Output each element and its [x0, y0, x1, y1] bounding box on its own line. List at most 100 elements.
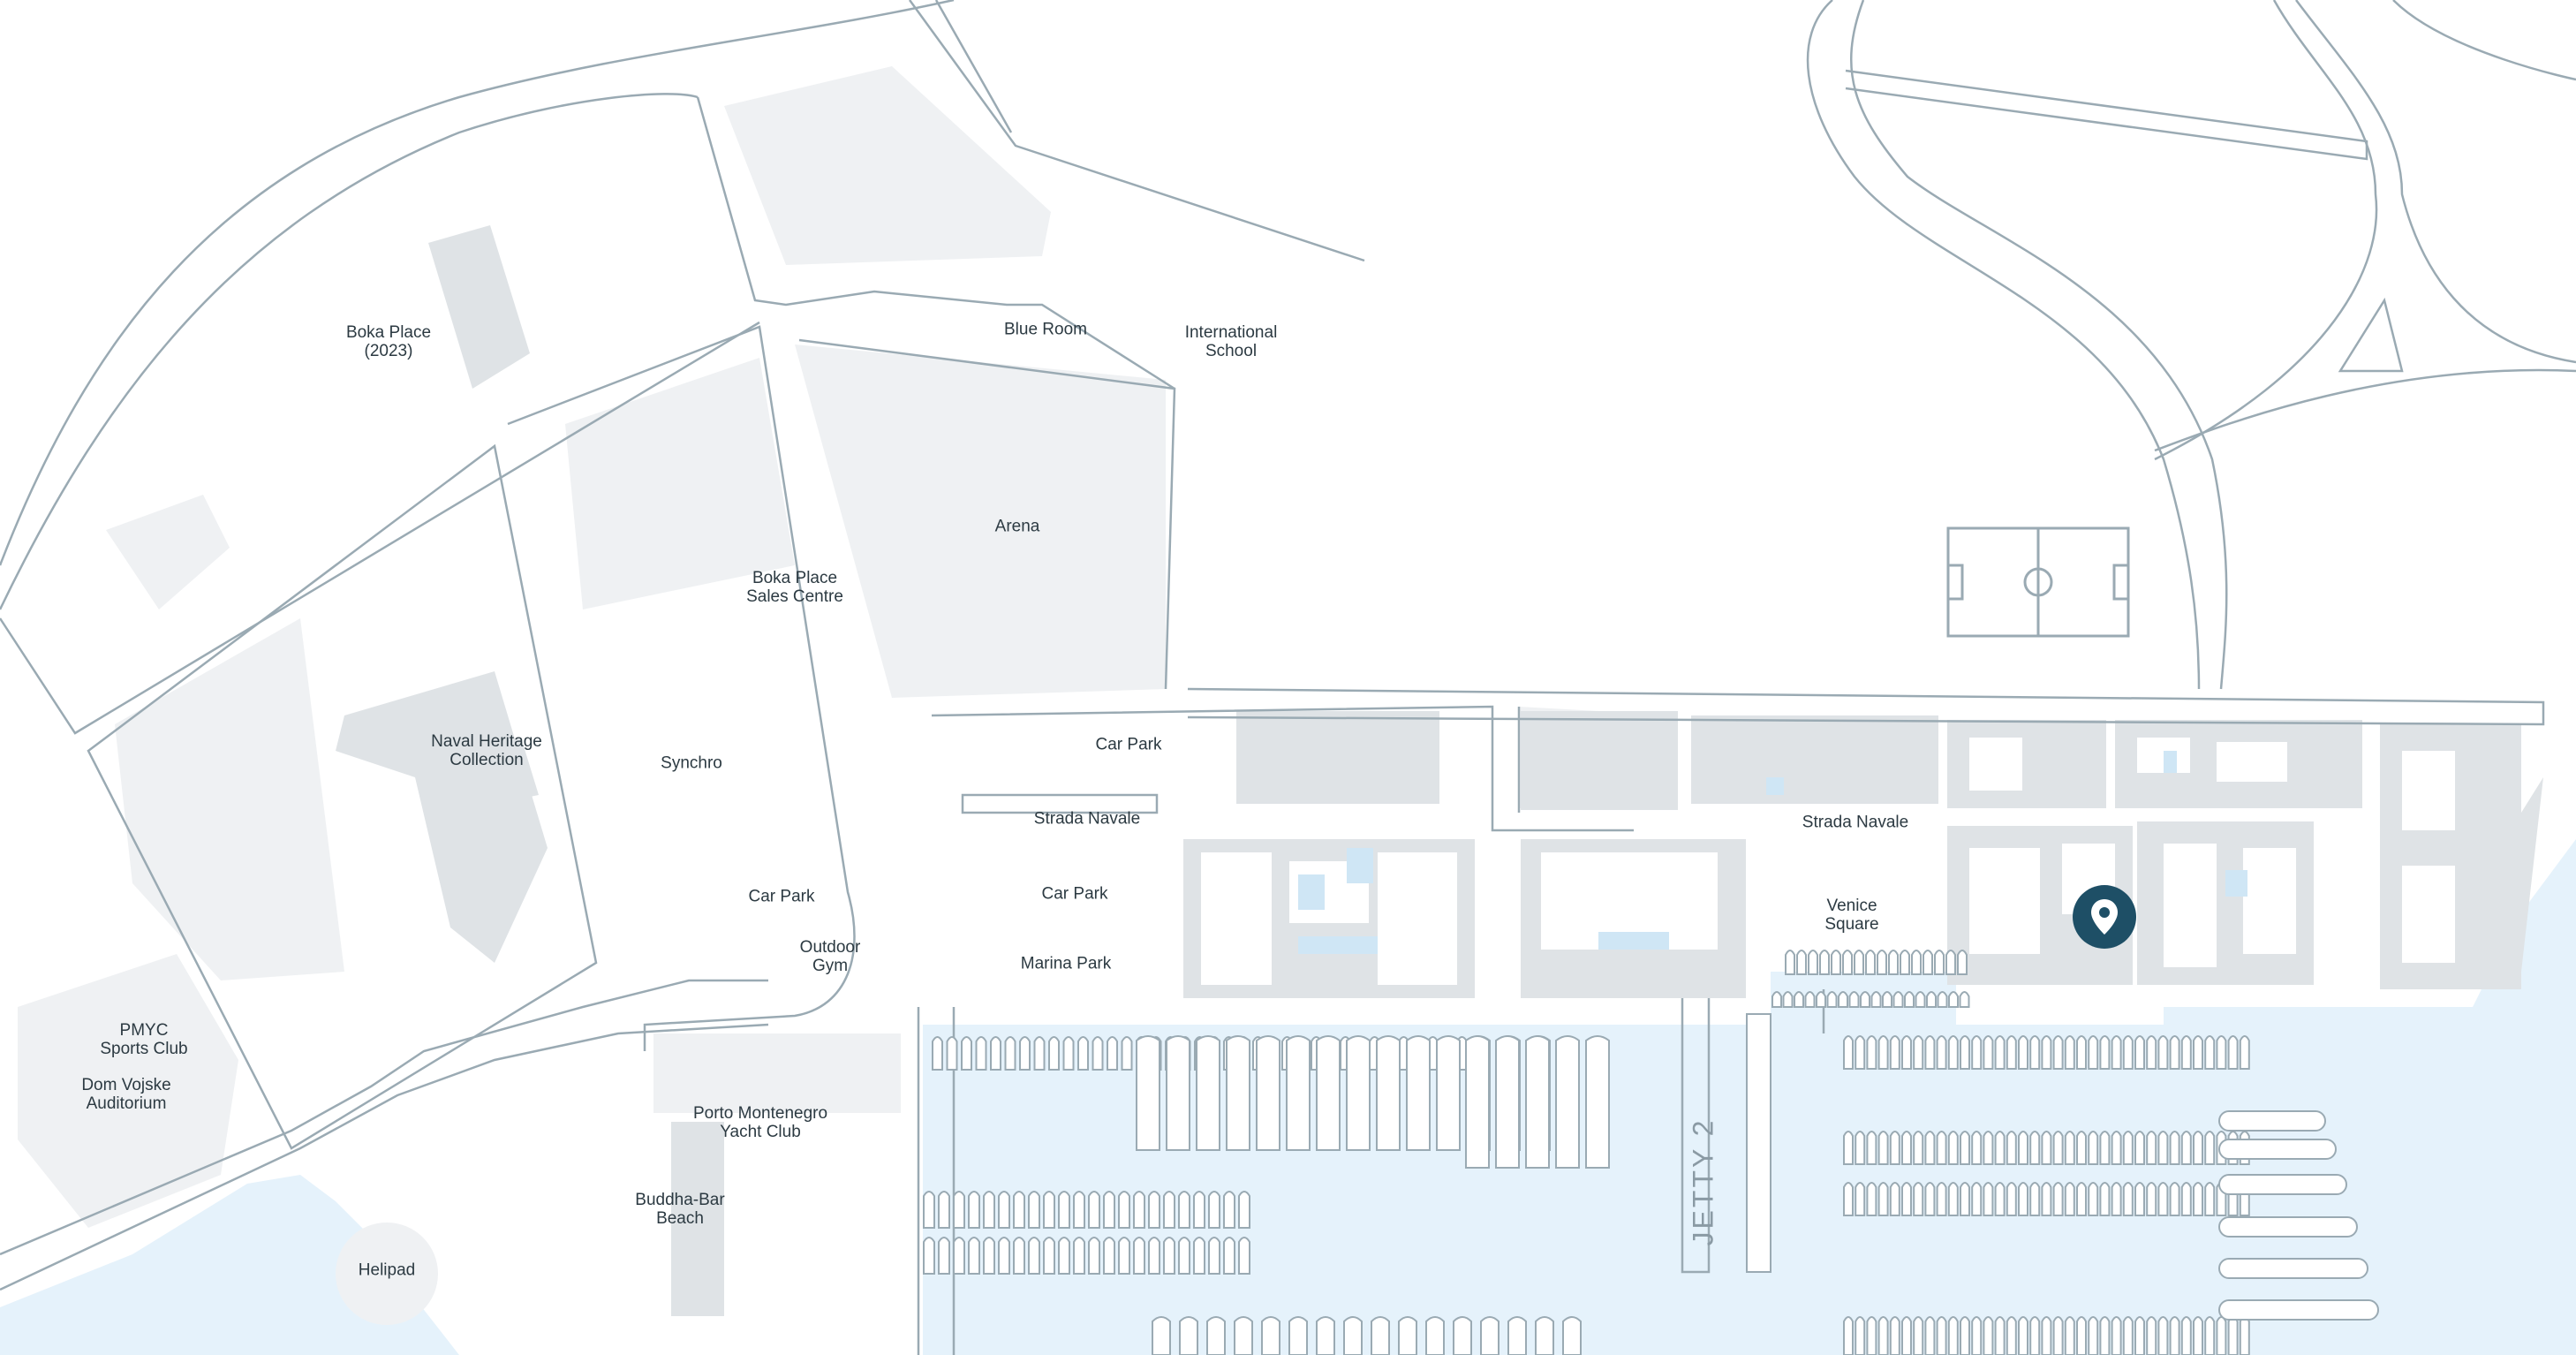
mooring-berth	[2006, 1182, 2017, 1216]
mooring-berth	[1913, 1131, 1924, 1165]
mooring-berth	[1073, 1191, 1085, 1229]
mooring-berth	[1048, 1036, 1060, 1071]
mooring-berth	[990, 1036, 1001, 1071]
mooring-berth	[1121, 1036, 1133, 1071]
mooring-berth	[1088, 1237, 1100, 1275]
mooring-berth	[1924, 1035, 1936, 1070]
mooring-berth	[1960, 1316, 1970, 1355]
mooring-berth	[1107, 1036, 1118, 1071]
mooring-berth	[1782, 991, 1794, 1008]
mooring-berth	[1913, 1035, 1924, 1070]
mooring-berth	[2111, 1182, 2122, 1216]
mooring-berth	[1148, 1191, 1160, 1229]
mooring-berth	[1855, 1316, 1866, 1355]
mooring-berth	[2239, 1035, 2250, 1070]
mooring-berth	[2064, 1182, 2075, 1216]
mooring-berth	[1019, 1036, 1031, 1071]
mooring-berth	[1843, 1316, 1854, 1355]
yacht-berth	[2218, 1174, 2347, 1195]
mooring-berth	[2122, 1035, 2134, 1070]
mooring-berth	[2099, 1182, 2111, 1216]
mooring-berth	[1286, 1035, 1311, 1151]
mooring-berth	[2157, 1316, 2169, 1355]
mooring-berth	[1148, 1237, 1160, 1275]
mooring-berth	[1994, 1316, 2006, 1355]
mooring-berth	[1465, 1035, 1490, 1169]
mooring-berth	[2157, 1182, 2169, 1216]
mooring-berth	[1088, 1191, 1100, 1229]
mooring-berth	[2239, 1316, 2250, 1355]
mooring-berth	[1261, 1316, 1280, 1355]
mooring-berth	[2076, 1316, 2087, 1355]
mooring-berth	[998, 1237, 1010, 1275]
mooring-berth	[2134, 1131, 2145, 1165]
mooring-berth	[1103, 1237, 1115, 1275]
mooring-berth	[1163, 1191, 1175, 1229]
mooring-berth	[1028, 1191, 1040, 1229]
mooring-berth	[2204, 1182, 2216, 1216]
moorings	[923, 950, 2379, 1355]
mooring-berth	[2099, 1131, 2111, 1165]
mooring-berth	[1525, 1035, 1550, 1169]
mooring-berth	[1877, 950, 1887, 975]
football-pitch	[1946, 526, 2130, 638]
mooring-berth	[1346, 1035, 1371, 1151]
label-helipad: Helipad	[358, 1260, 416, 1280]
mooring-berth	[1936, 1131, 1947, 1165]
mooring-berth	[1866, 1316, 1877, 1355]
mooring-berth	[1900, 950, 1910, 975]
mooring-berth	[2227, 1316, 2239, 1355]
mooring-berth	[2052, 1035, 2064, 1070]
mooring-berth	[1495, 1035, 1520, 1169]
mooring-berth	[1983, 1316, 1994, 1355]
mooring-berth	[968, 1191, 980, 1229]
mooring-berth	[1118, 1191, 1130, 1229]
label-car-park-1: Car Park	[1095, 735, 1162, 754]
plots	[18, 66, 1678, 1325]
mooring-berth	[2169, 1316, 2180, 1355]
mooring-berth	[1888, 950, 1899, 975]
mooring-berth	[1208, 1237, 1220, 1275]
label-marina-park: Marina Park	[1020, 954, 1112, 973]
mooring-berth	[1936, 1316, 1947, 1355]
mooring-berth	[2018, 1316, 2028, 1355]
mooring-berth	[2122, 1316, 2134, 1355]
mooring-berth	[2169, 1035, 2180, 1070]
label-strada-navale-1: Strada Navale	[1033, 809, 1141, 829]
mooring-berth	[1043, 1191, 1055, 1229]
location-pin-icon[interactable]	[2073, 885, 2136, 949]
mooring-berth	[1947, 1316, 1959, 1355]
mooring-berth	[1238, 1237, 1250, 1275]
mooring-berth	[1077, 1036, 1089, 1071]
mooring-berth	[2006, 1316, 2017, 1355]
mooring-berth	[1794, 991, 1804, 1008]
mooring-berth	[1826, 991, 1838, 1008]
mooring-berth	[2076, 1131, 2087, 1165]
mooring-berth	[1866, 1131, 1877, 1165]
mooring-berth	[1934, 950, 1945, 975]
mooring-berth	[1796, 950, 1807, 975]
mooring-berth	[1256, 1035, 1280, 1151]
mooring-berth	[1507, 1316, 1527, 1355]
mooring-berth	[2134, 1316, 2145, 1355]
mooring-berth	[1870, 991, 1882, 1008]
mooring-berth	[2204, 1316, 2216, 1355]
mooring-berth	[983, 1191, 995, 1229]
mooring-berth	[1406, 1035, 1431, 1151]
mooring-berth	[1838, 991, 1848, 1008]
location-pin-glyph	[2091, 899, 2118, 935]
mooring-berth	[1889, 1316, 1900, 1355]
mooring-berth	[2111, 1035, 2122, 1070]
mooring-berth	[1118, 1237, 1130, 1275]
mooring-berth	[1924, 1131, 1936, 1165]
mooring-berth	[2193, 1316, 2203, 1355]
mooring-berth	[1959, 991, 1970, 1008]
mooring-berth	[1877, 1131, 1889, 1165]
mooring-berth	[1208, 1191, 1220, 1229]
mooring-berth	[2146, 1316, 2157, 1355]
mooring-berth	[1889, 1035, 1900, 1070]
